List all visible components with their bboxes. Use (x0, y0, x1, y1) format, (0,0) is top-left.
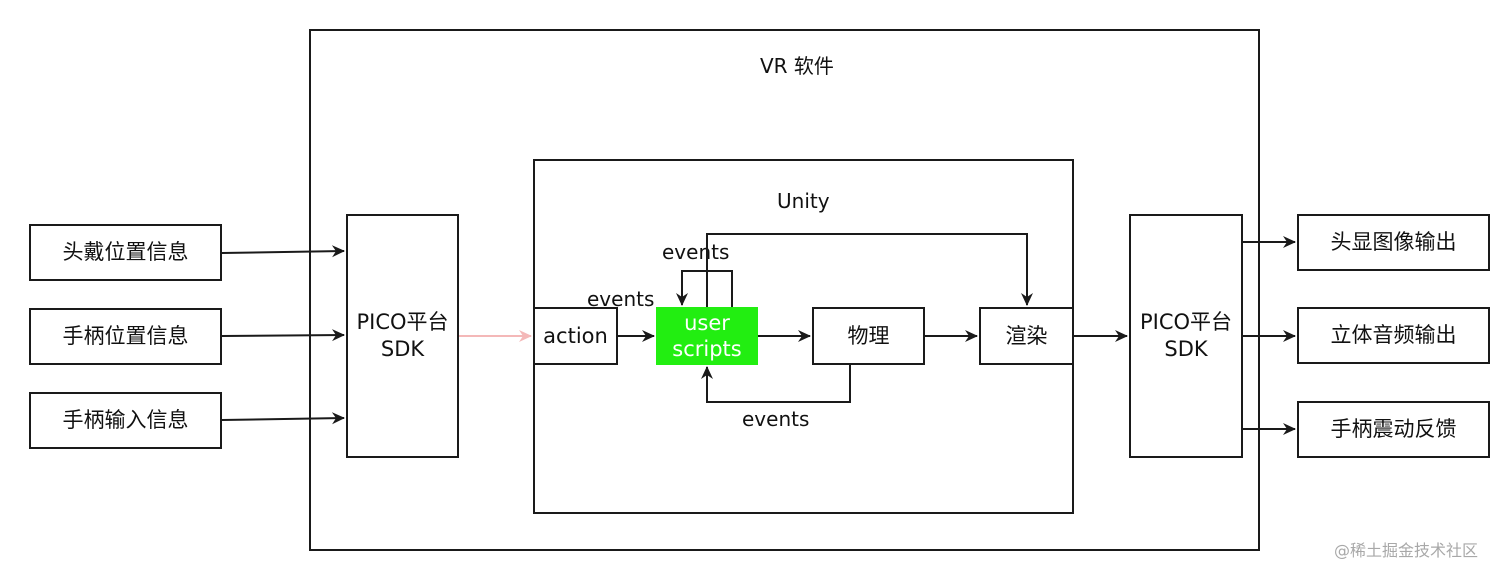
watermark: @稀土掘金技术社区 (1334, 541, 1479, 560)
vr-software-title: VR 软件 (760, 54, 834, 78)
output-hmd-image: 头显图像输出 (1297, 214, 1490, 271)
input-controller-buttons: 手柄输入信息 (29, 392, 222, 449)
events-label-action: events (587, 287, 655, 311)
arrow-head-pose-to-sdk (221, 245, 345, 258)
unity-title: Unity (777, 189, 830, 213)
events-label-loop: events (662, 240, 730, 264)
physics-node: 物理 (812, 307, 925, 365)
pico-sdk-left: PICO平台 SDK (346, 214, 459, 458)
user-scripts-node: user scripts (656, 307, 758, 365)
output-spatial-audio: 立体音频输出 (1297, 307, 1490, 364)
vr-software-container (309, 29, 1260, 551)
action-node: action (533, 307, 618, 365)
render-node: 渲染 (979, 307, 1074, 365)
events-label-physics: events (742, 407, 810, 431)
output-haptics: 手柄震动反馈 (1297, 401, 1490, 458)
arrow-scripts-to-render (706, 233, 1033, 307)
pico-sdk-right: PICO平台 SDK (1129, 214, 1243, 458)
arrow-controller-buttons-to-sdk (221, 412, 345, 425)
input-head-pose: 头戴位置信息 (29, 224, 222, 281)
input-controller-pose: 手柄位置信息 (29, 308, 222, 365)
arrow-physics-to-scripts (701, 365, 851, 403)
arrow-controller-pose-to-sdk (221, 329, 345, 342)
